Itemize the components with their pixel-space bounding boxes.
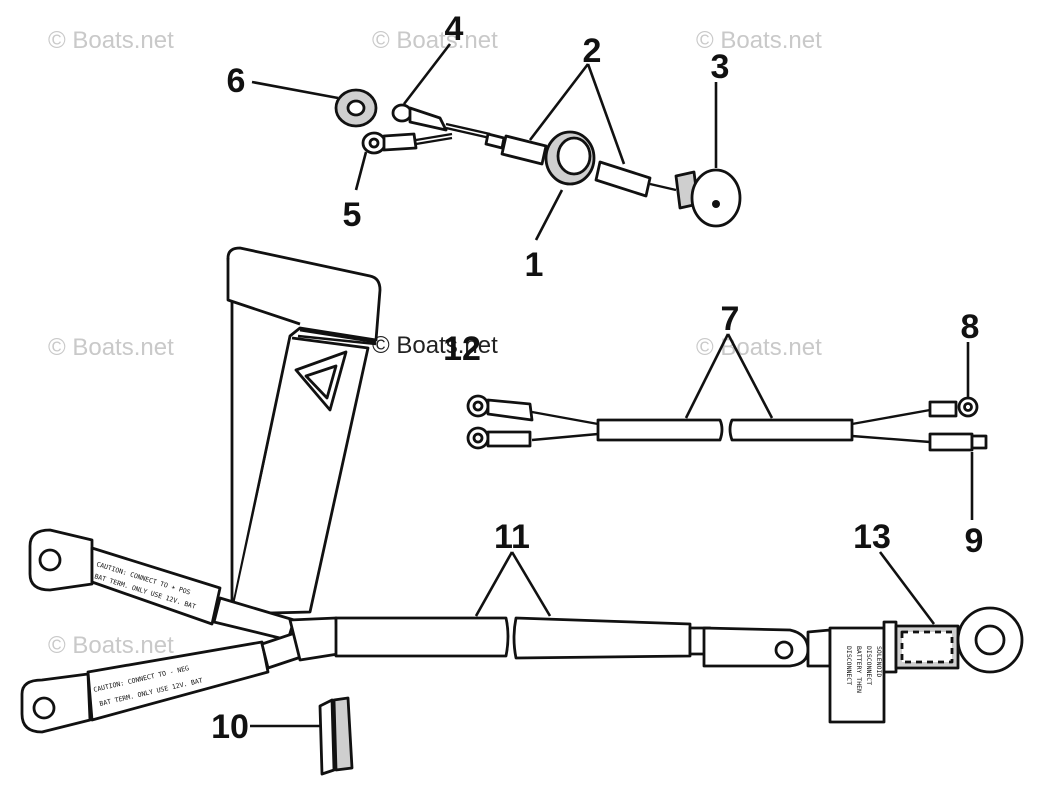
disconnect-label-line1: DISCONNECT bbox=[845, 646, 853, 685]
terminal-boot-part-12 bbox=[226, 246, 382, 616]
callout-3: 3 bbox=[711, 48, 730, 86]
ring-terminal-part-4 bbox=[391, 103, 491, 140]
watermark: © Boats.net bbox=[48, 334, 174, 361]
callout-8: 8 bbox=[961, 308, 980, 346]
callout-9: 9 bbox=[965, 522, 984, 560]
callout-2: 2 bbox=[583, 32, 602, 70]
callout-5: 5 bbox=[343, 196, 362, 234]
leader-lines bbox=[250, 43, 974, 728]
callout-6: 6 bbox=[227, 62, 246, 100]
wire-assembly-part-7 bbox=[466, 394, 988, 452]
battery-cable-part-11: CAUTION: CONNECT TO + POS BAT TERM. ONLY… bbox=[20, 528, 810, 734]
callouts: 1 2 3 4 5 6 7 8 9 10 11 12 13 bbox=[211, 10, 983, 746]
grommet-part-10 bbox=[318, 696, 354, 776]
callout-12: 12 bbox=[443, 330, 481, 368]
connector-sleeve-part-2a bbox=[484, 132, 548, 166]
callout-13: 13 bbox=[853, 518, 891, 556]
callout-1: 1 bbox=[525, 246, 544, 284]
watermark-overlay: © Boats.net bbox=[372, 332, 498, 359]
disconnect-label-line2: BATTERY THEN bbox=[855, 646, 863, 693]
connector-sleeve-part-2b bbox=[594, 160, 677, 198]
watermark: © Boats.net bbox=[48, 27, 174, 54]
ring-terminal-part-5 bbox=[361, 131, 453, 155]
solenoid-terminal-part-13: DISCONNECT BATTERY THEN DISCONNECT SOLEN… bbox=[806, 606, 1024, 724]
nut-part-6 bbox=[334, 88, 378, 128]
callout-11: 11 bbox=[494, 518, 530, 556]
callout-7: 7 bbox=[721, 300, 740, 338]
watermark: © Boats.net bbox=[696, 334, 822, 361]
watermark: © Boats.net bbox=[696, 27, 822, 54]
callout-10: 10 bbox=[211, 708, 249, 746]
rubber-boot-part-1 bbox=[544, 130, 596, 186]
switch-part-3 bbox=[674, 168, 742, 228]
callout-4: 4 bbox=[445, 10, 464, 48]
watermark: © Boats.net bbox=[48, 632, 174, 659]
watermark: © Boats.net bbox=[372, 27, 498, 54]
disconnect-label-line4: SOLENOID bbox=[875, 646, 883, 677]
disconnect-label-line3: DISCONNECT bbox=[865, 646, 873, 685]
